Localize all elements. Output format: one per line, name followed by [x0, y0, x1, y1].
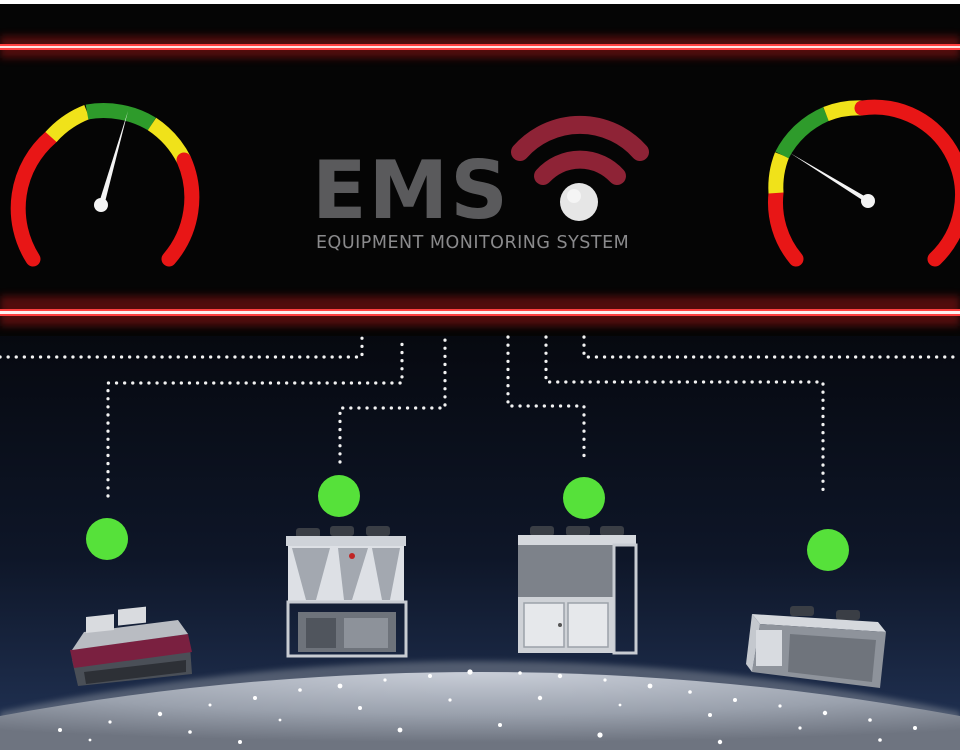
left-gauge-needle [98, 111, 128, 206]
box-unit [746, 606, 886, 688]
status-indicator-icon [318, 475, 360, 517]
logo-tagline: EQUIPMENT MONITORING SYSTEM [316, 233, 629, 253]
right-gauge [768, 99, 960, 267]
connector-lines [0, 335, 960, 498]
top-neon-line [0, 36, 960, 58]
wifi-signal-icon [511, 115, 649, 221]
status-indicator-icon [807, 529, 849, 571]
cabinet-chiller [518, 526, 638, 655]
status-indicator-icon [86, 518, 128, 560]
header-banner [0, 4, 960, 336]
v-coil-chiller [286, 526, 408, 658]
left-gauge [10, 103, 200, 267]
right-gauge-hub [861, 194, 875, 208]
status-indicators [86, 475, 849, 571]
right-gauge-needle [790, 153, 870, 205]
left-gauge-hub [94, 198, 108, 212]
compact-unit [70, 606, 192, 686]
ems-logo: EMS EQUIPMENT MONITORING SYSTEM [312, 115, 649, 253]
logo-acronym: EMS [312, 144, 510, 237]
status-indicator-icon [563, 477, 605, 519]
planet-surface [0, 661, 960, 750]
bottom-neon-line [0, 296, 960, 326]
